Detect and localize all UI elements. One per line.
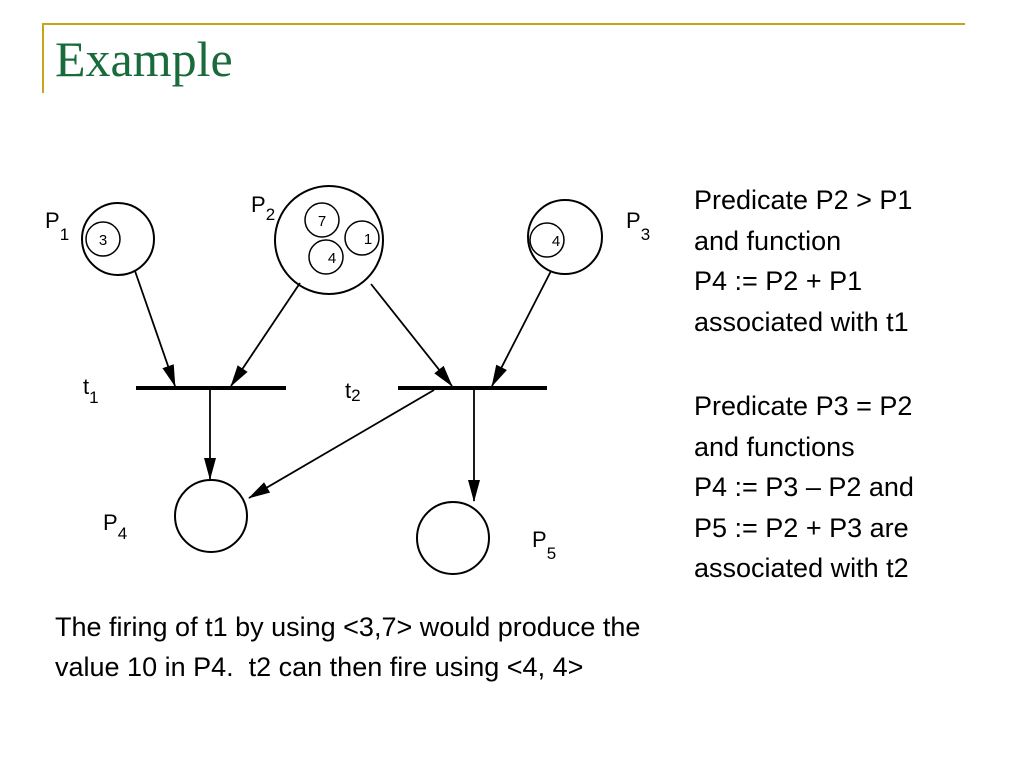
t1-description-line: Predicate P2 > P1: [694, 185, 913, 215]
place-p1: 3 P1: [45, 202, 155, 276]
arc-p1-t1: [134, 270, 176, 387]
firing-explanation-line: value 10 in P4. t2 can then fire using <…: [55, 652, 584, 682]
arc-t2-p4: [248, 389, 435, 499]
place-p2: 7 1 4 P2: [251, 185, 384, 295]
arc-p3-t2: [491, 270, 552, 387]
t2-description-line: and functions: [694, 431, 855, 462]
place-p2-label: P2: [251, 192, 275, 224]
t1-description-line: P4 := P2 + P1: [694, 266, 863, 296]
place-p3-label: P3: [626, 208, 650, 244]
firing-explanation-line: The firing of t1 by using <3,7> would pr…: [55, 612, 641, 642]
token-p2-1: [304, 202, 340, 238]
token-p2-2: [344, 220, 380, 256]
token-p3-1-value: 4: [552, 233, 560, 250]
token-p1-1-value: 3: [99, 232, 107, 249]
token-p2-3: [308, 239, 344, 275]
place-p4: P4: [103, 479, 248, 553]
t2-description-line: Predicate P3 = P2: [694, 391, 913, 421]
arc-p2-t2: [370, 283, 453, 387]
place-p3: 4 P3: [527, 199, 650, 275]
t1-description-line: associated with t1: [694, 306, 909, 337]
transition-t2: t2: [345, 378, 547, 405]
place-p5-label: P5: [532, 527, 556, 563]
place-p5: P5: [416, 501, 556, 575]
t2-description: Predicate P3 = P2 and functions P4 := P3…: [694, 386, 914, 589]
place-p4-label: P4: [103, 510, 127, 543]
transition-t2-label: t2: [345, 378, 361, 405]
place-p1-label: P1: [45, 208, 69, 244]
title-rule: [42, 23, 965, 25]
t2-description-line: P4 := P3 – P2 and: [694, 472, 914, 502]
token-p2-1-value: 7: [318, 213, 326, 230]
transition-t1: t1: [83, 374, 286, 407]
token-p2-3-value: 4: [328, 250, 336, 267]
title-rule-vertical: [42, 23, 44, 93]
t2-description-line: associated with t2: [694, 553, 909, 583]
arc-p2-t1: [230, 282, 301, 387]
t2-description-line: P5 := P2 + P3 are: [694, 512, 909, 543]
firing-explanation: The firing of t1 by using <3,7> would pr…: [55, 607, 640, 687]
transition-t1-label: t1: [83, 374, 99, 407]
slide-title: Example: [55, 31, 233, 87]
token-p2-2-value: 1: [364, 231, 372, 248]
t1-description: Predicate P2 > P1 and function P4 := P2 …: [694, 180, 912, 342]
token-p3-1: [529, 222, 565, 258]
token-p1-1: [85, 221, 121, 257]
t1-description-line: and function: [694, 225, 842, 256]
